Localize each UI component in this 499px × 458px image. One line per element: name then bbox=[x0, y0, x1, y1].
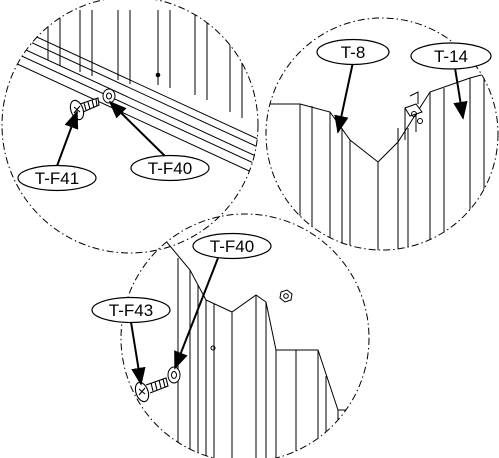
callout-t-f41-label: T-F41 bbox=[35, 169, 79, 188]
callout-t-14-label: T-14 bbox=[434, 47, 468, 66]
callout-t-8-label: T-8 bbox=[341, 43, 366, 62]
detail-a-screw-arrow bbox=[56, 110, 79, 167]
callout-t-f40-top: T-F40 bbox=[130, 154, 210, 182]
detail-c-screw bbox=[134, 377, 169, 403]
callout-t-f41: T-F41 bbox=[17, 164, 97, 192]
callout-t-f40-bottom-label: T-F40 bbox=[210, 237, 254, 256]
detail-a-base-rail bbox=[2, 19, 258, 177]
callout-t-f43: T-F43 bbox=[91, 296, 171, 324]
detail-b-t8-arrow bbox=[334, 61, 354, 134]
callout-t-f40-top-label: T-F40 bbox=[148, 159, 192, 178]
detail-c-screw-arrow bbox=[130, 321, 146, 386]
detail-a-screw-hole bbox=[155, 72, 161, 78]
detail-c-washer-arrow bbox=[174, 257, 219, 370]
callout-t-f40-bottom: T-F40 bbox=[192, 232, 272, 260]
detail-c-panel-ribs bbox=[177, 258, 339, 458]
detail-a-washer bbox=[102, 88, 116, 104]
detail-a-screw bbox=[69, 97, 100, 121]
detail-a-washer-arrow bbox=[108, 100, 171, 162]
callout-t-14: T-14 bbox=[410, 42, 492, 70]
detail-a: T-F41 T-F40 bbox=[1, 0, 259, 254]
detail-c-washer bbox=[167, 366, 181, 384]
callout-t-f43-label: T-F43 bbox=[109, 301, 153, 320]
detail-b-t14-arrow bbox=[453, 67, 468, 120]
detail-b: T-8 T-14 bbox=[265, 17, 499, 251]
detail-c-screw-hole bbox=[210, 345, 216, 351]
detail-b-corner-trim bbox=[397, 91, 423, 142]
detail-c: T-F40 T-F43 bbox=[91, 213, 370, 458]
detail-c-nut bbox=[279, 289, 293, 303]
callout-t-8: T-8 bbox=[316, 38, 390, 66]
